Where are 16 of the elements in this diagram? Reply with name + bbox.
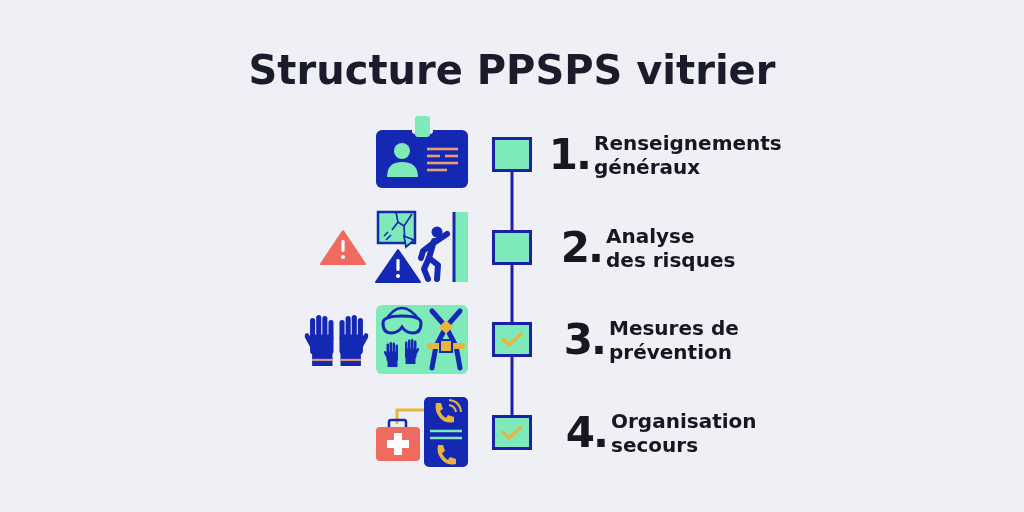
checkbox (492, 322, 532, 357)
checkbox (492, 230, 532, 265)
step-number: 3. (563, 318, 605, 361)
step-number: 2. (560, 226, 602, 269)
step-title: Renseignements généraux (594, 130, 783, 179)
step-title: Organisation secours (611, 408, 758, 457)
step-title: Mesures de prévention (609, 315, 740, 364)
step-number: 4. (565, 411, 607, 454)
title: Structure PPSPS vitrier (248, 46, 776, 94)
connector-line (510, 172, 514, 230)
step-number: 1. (548, 133, 590, 176)
step-title: Analyse des risques (606, 223, 737, 272)
checkbox (492, 137, 532, 172)
connector-line (510, 265, 514, 322)
connector-line (510, 357, 514, 415)
checkbox (492, 415, 532, 450)
